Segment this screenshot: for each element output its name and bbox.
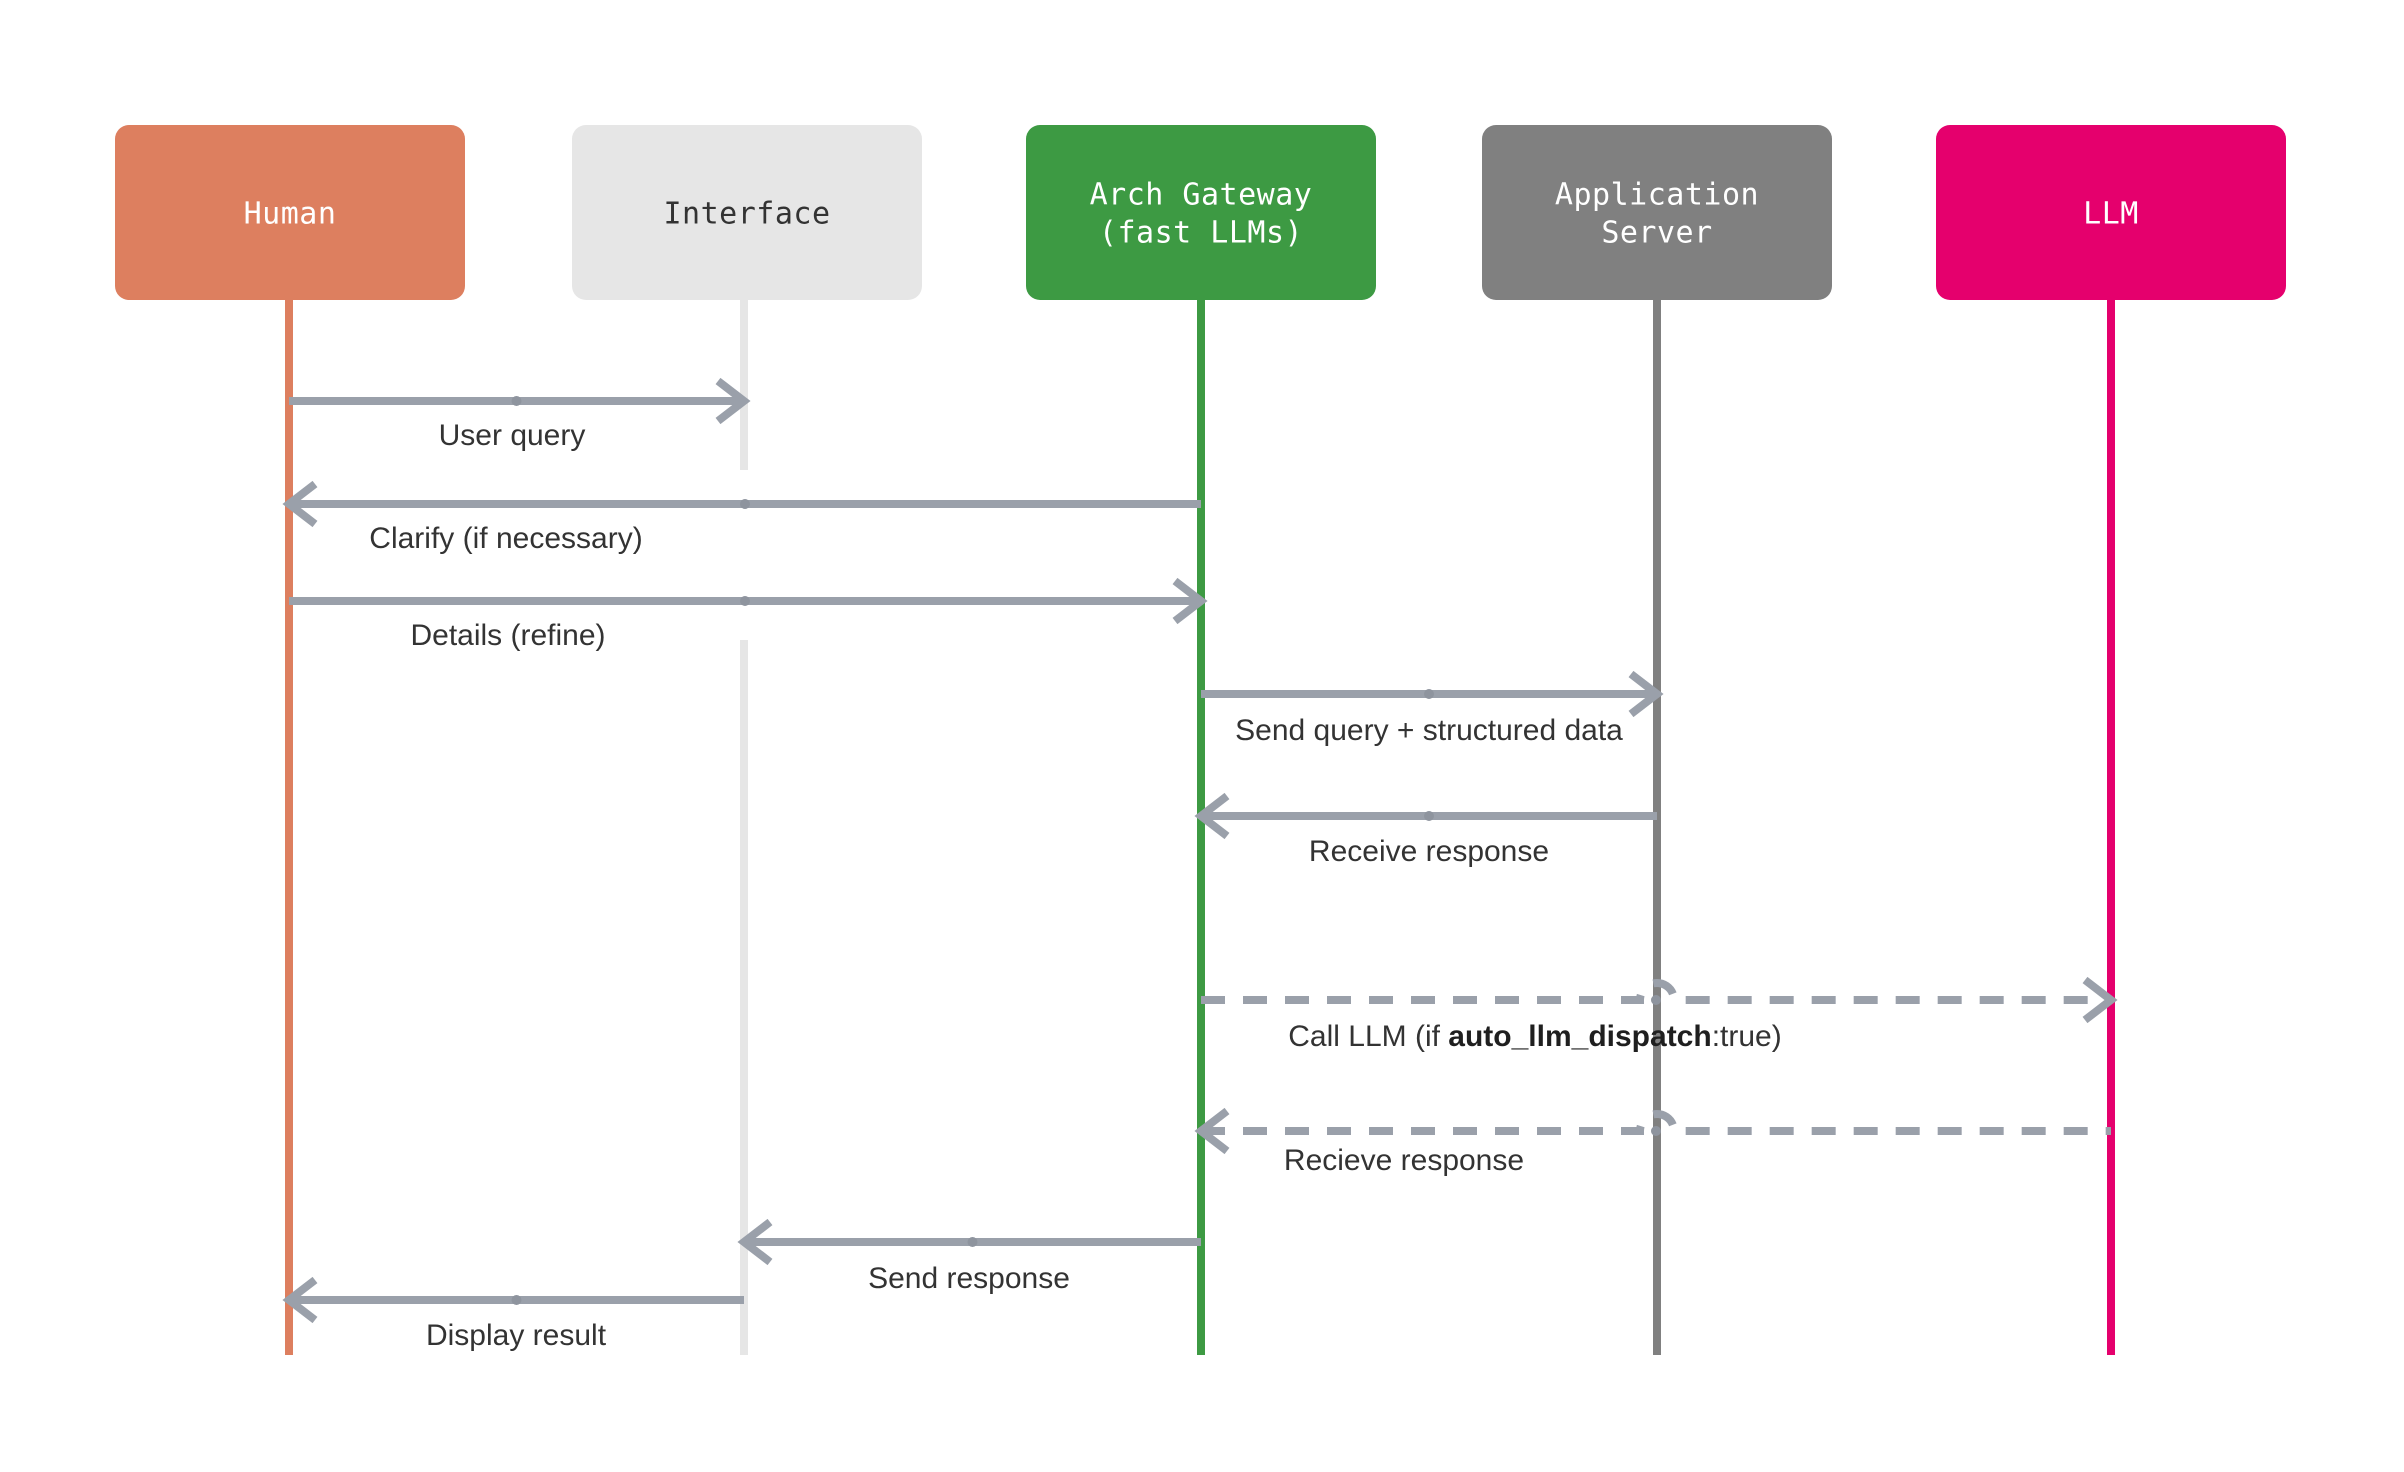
message-arrowhead	[1172, 577, 1208, 625]
participant-box-llm[interactable]	[1936, 125, 2286, 300]
participant-interface[interactable]: Interface	[572, 125, 922, 300]
message-midpoint-dot	[1424, 811, 1434, 821]
participant-boxes-group: Human Interface Arch Gateway(fast LLMs) App…	[115, 125, 2286, 300]
message-arrowhead	[2082, 976, 2118, 1024]
message-midpoint-dot	[1424, 689, 1434, 699]
participant-human[interactable]: Human	[115, 125, 465, 300]
message-label: Send response	[868, 1262, 1070, 1295]
message-6: Call LLM (if auto_llm_dispatch:true)	[1201, 976, 2118, 1053]
message-line	[1201, 1110, 2111, 1135]
message-arrowhead	[282, 480, 318, 528]
message-midpoint-dot	[1651, 995, 1661, 1005]
participant-arch[interactable]: Arch Gateway(fast LLMs)	[1026, 125, 1376, 300]
participant-box-human[interactable]	[115, 125, 465, 300]
message-label: Display result	[426, 1319, 607, 1352]
message-arrowhead	[1628, 670, 1664, 718]
participant-label-llm: LLM	[2083, 197, 2139, 232]
message-midpoint-dot	[1651, 1126, 1661, 1136]
message-line	[1201, 979, 2111, 1004]
message-label: Details (refine)	[410, 619, 605, 652]
message-label: Receive response	[1309, 835, 1549, 868]
message-label: Clarify (if necessary)	[369, 522, 642, 555]
message-3: Details (refine)	[289, 577, 1208, 652]
message-midpoint-dot	[740, 499, 750, 509]
message-8: Send response	[737, 1218, 1201, 1295]
message-arrowhead	[715, 377, 751, 425]
message-label: Recieve response	[1284, 1144, 1524, 1177]
message-4: Send query + structured data	[1201, 670, 1664, 747]
message-midpoint-dot	[740, 596, 750, 606]
participant-label-arch: Arch Gateway(fast LLMs)	[1090, 178, 1313, 251]
message-arrowhead	[1194, 792, 1230, 840]
message-label: Call LLM (if auto_llm_dispatch:true)	[1288, 1020, 1781, 1053]
message-arrowhead	[1194, 1107, 1230, 1155]
message-midpoint-dot	[511, 396, 522, 406]
message-5: Receive response	[1194, 792, 1657, 868]
message-arrowhead	[282, 1276, 318, 1324]
message-midpoint-dot	[967, 1237, 978, 1247]
lifelines-group	[285, 300, 2115, 1355]
message-1: User query	[289, 377, 751, 452]
message-7: Recieve response	[1194, 1107, 2111, 1177]
message-label: User query	[439, 419, 586, 452]
message-arrowhead	[737, 1218, 773, 1266]
message-midpoint-dot	[511, 1295, 522, 1305]
participant-label-human: Human	[244, 197, 337, 232]
participant-label-interface: Interface	[663, 197, 830, 232]
participant-box-interface[interactable]	[572, 125, 922, 300]
message-label: Send query + structured data	[1235, 714, 1623, 747]
participant-llm[interactable]: LLM	[1936, 125, 2286, 300]
participant-box-arch[interactable]	[1026, 125, 1376, 300]
participant-box-appserver[interactable]	[1482, 125, 1832, 300]
message-9: Display result	[282, 1276, 744, 1352]
message-2: Clarify (if necessary)	[282, 480, 1201, 555]
